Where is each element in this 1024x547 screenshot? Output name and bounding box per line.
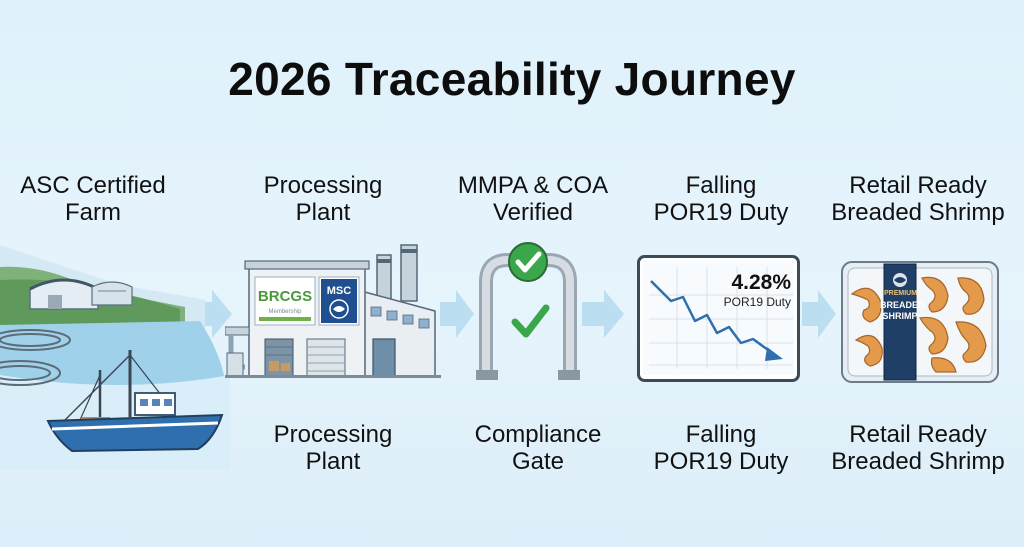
flow-arrow-3 xyxy=(582,290,624,338)
barn xyxy=(29,278,133,310)
brcgs-logo: BRCGS xyxy=(258,288,312,305)
stage-duty-top-label: Falling POR19 Duty xyxy=(653,172,789,226)
stage-farm-top-label: ASC Certified Farm xyxy=(20,172,166,226)
duty-rate-label: POR19 Duty xyxy=(723,295,791,309)
farm-illustration xyxy=(0,245,230,470)
duty-monitor: 4.28% POR19 Duty xyxy=(637,255,800,385)
package-title-line2: SHRIMP xyxy=(882,311,918,321)
brcgs-sub: Membership xyxy=(268,309,302,315)
stage-duty-bottom-label: Falling POR19 Duty xyxy=(653,421,789,475)
flow-arrow-4 xyxy=(802,290,836,338)
package-title-line1: BREADED xyxy=(880,300,925,310)
duty-monitor-screen xyxy=(637,255,800,382)
stage-gate-bottom-label: Compliance Gate xyxy=(474,421,602,475)
stage-plant-bottom-label: Processing Plant xyxy=(273,421,393,475)
stage-retail-bottom-label: Retail Ready Breaded Shrimp xyxy=(831,421,1005,475)
processing-plant-illustration: BRCGS Membership MSC xyxy=(225,244,441,378)
stage-retail-top-label: Retail Ready Breaded Shrimp xyxy=(831,172,1005,226)
down-arrow-icon xyxy=(765,347,783,361)
duty-trend-line xyxy=(650,280,776,357)
flow-arrow-2 xyxy=(440,290,474,338)
fish-pens xyxy=(0,329,71,386)
stage-gate-top-label: MMPA & COA Verified xyxy=(457,172,609,226)
msc-logo: MSC xyxy=(327,285,352,297)
compliance-gate-illustration xyxy=(476,242,580,380)
stage-plant-top-label: Processing Plant xyxy=(263,172,383,226)
package-tray xyxy=(841,261,999,383)
shrimp-icon xyxy=(850,276,987,373)
check-badge-icon xyxy=(515,251,542,273)
package-tag: PREMIUM xyxy=(884,290,918,297)
fishing-boat xyxy=(46,350,224,453)
duty-rate: 4.28% xyxy=(731,271,791,294)
retail-package: PREMIUM BREADED SHRIMP xyxy=(840,260,1000,384)
page-title: 2026 Traceability Journey xyxy=(228,53,796,105)
check-icon xyxy=(511,304,550,338)
